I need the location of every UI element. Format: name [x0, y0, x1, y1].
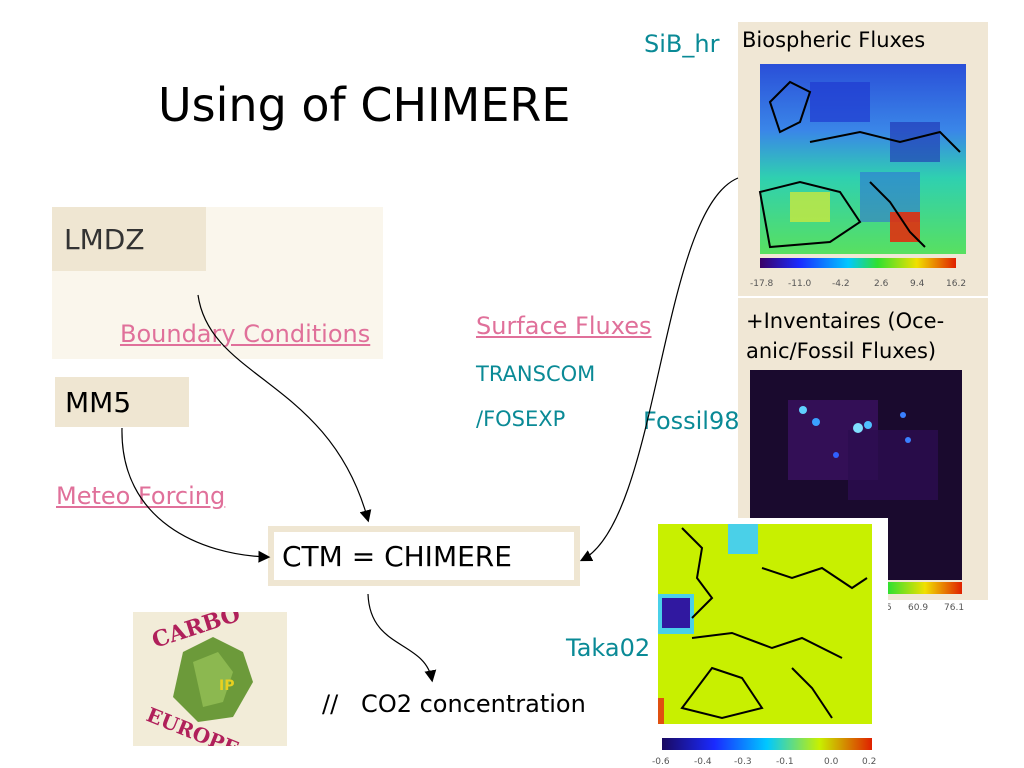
inventaires-title-line1: +Inventaires (Oce-	[746, 309, 945, 333]
surface-fluxes-link[interactable]: Surface Fluxes	[476, 312, 652, 340]
inventaires-title: +Inventaires (Oce- anic/Fossil Fluxes)	[746, 306, 944, 366]
fossil-flux-map: 5 60.9 76.1	[750, 370, 964, 613]
fos-tick-2: 76.1	[944, 603, 964, 613]
taka02-label: Taka02	[566, 634, 651, 662]
bio-tick-1: -11.0	[788, 279, 812, 289]
biospheric-flux-map: -17.8 -11.0 -4.2 2.6 9.4 16.2	[750, 64, 966, 289]
fosexp-label: /FOSEXP	[476, 407, 566, 431]
lmdz-to-ctm-arrow	[197, 294, 372, 523]
boundary-conditions-link[interactable]: Boundary Conditions	[120, 320, 371, 348]
lmdz-box: LMDZ	[52, 207, 206, 271]
ocean-flux-map: -0.6 -0.4 -0.3 -0.1 0.0 0.2	[652, 518, 888, 767]
fossil98-label: Fossil98	[643, 407, 740, 435]
bio-tick-5: 16.2	[946, 279, 966, 289]
bio-tick-2: -4.2	[832, 279, 850, 289]
meteo-forcing-link[interactable]: Meteo Forcing	[56, 482, 226, 510]
ctm-label: CTM = CHIMERE	[274, 532, 574, 580]
surface-fluxes-to-ctm-arrow	[579, 177, 739, 562]
bio-tick-3: 2.6	[874, 279, 889, 289]
co2-concentration-label: // CO2 concentration	[322, 690, 586, 718]
taka-tick-1: -0.4	[694, 757, 712, 767]
ctm-to-co2-arrow	[367, 593, 437, 683]
bio-tick-0: -17.8	[750, 279, 774, 289]
taka-tick-5: 0.2	[862, 757, 876, 767]
taka-tick-3: -0.1	[776, 757, 794, 767]
taka-tick-2: -0.3	[734, 757, 752, 767]
inventaires-title-line2: anic/Fossil Fluxes)	[746, 339, 937, 363]
fos-tick-1: 60.9	[908, 603, 928, 613]
biospheric-fluxes-title: Biospheric Fluxes	[742, 28, 926, 52]
mm5-to-ctm-arrow	[121, 427, 271, 563]
carboeurope-logo: CARBO EUROPE IP	[133, 612, 287, 746]
bio-tick-4: 9.4	[910, 279, 925, 289]
taka-tick-0: -0.6	[652, 757, 670, 767]
transcom-label: TRANSCOM	[476, 362, 596, 386]
mm5-box: MM5	[55, 377, 189, 427]
fos-tick-0: 5	[886, 603, 892, 613]
svg-text:IP: IP	[219, 678, 234, 694]
taka-tick-4: 0.0	[824, 757, 839, 767]
sib-hr-label: SiB_hr	[644, 30, 720, 58]
slide-title: Using of CHIMERE	[158, 78, 571, 132]
ctm-box: CTM = CHIMERE	[268, 526, 580, 586]
